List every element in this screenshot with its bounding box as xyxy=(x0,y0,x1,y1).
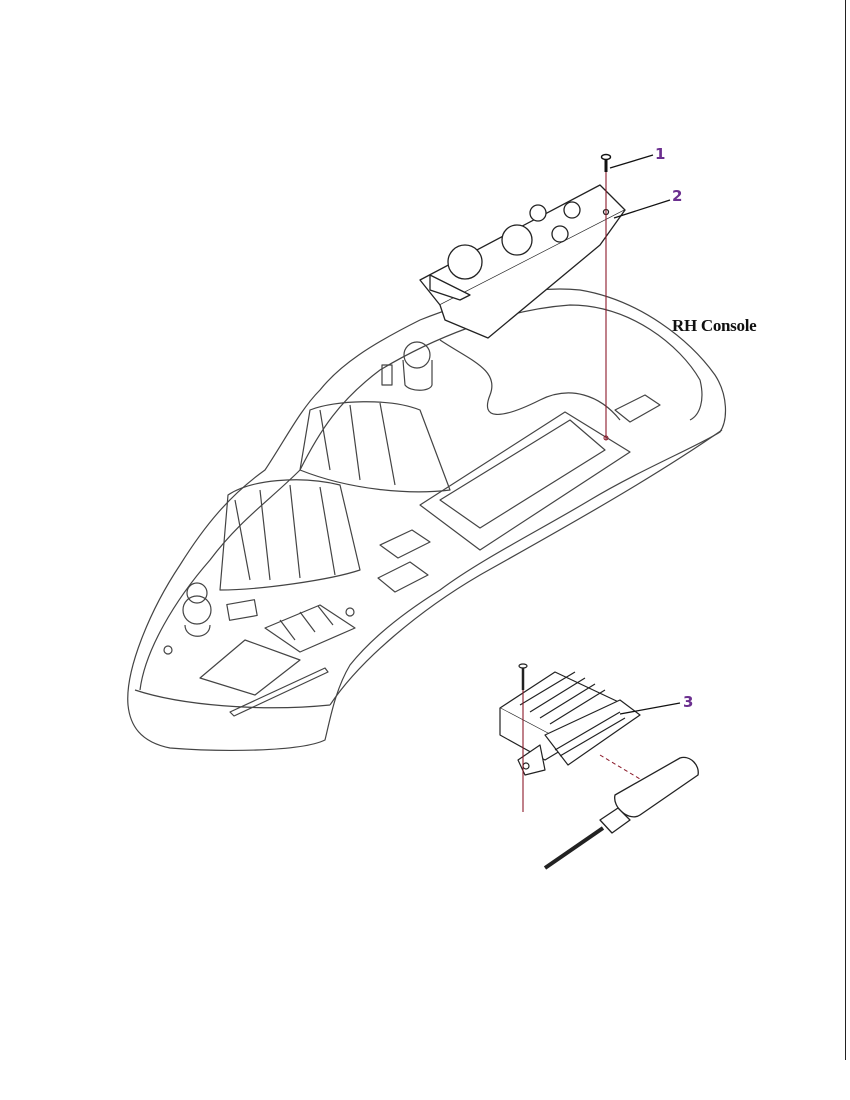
callout-1: 1 xyxy=(655,145,666,163)
connector-socket xyxy=(544,699,641,766)
tool-shaft xyxy=(543,826,605,870)
control-panel-housing xyxy=(439,209,626,339)
mount-hole xyxy=(163,645,173,655)
knob-small-1 xyxy=(529,204,547,222)
lever xyxy=(429,274,471,301)
large-knob xyxy=(447,244,483,280)
mount-hole xyxy=(345,607,355,617)
connector-module xyxy=(499,663,641,776)
leader-3 xyxy=(619,702,681,715)
screw-head xyxy=(600,153,612,161)
console-recess xyxy=(439,339,621,421)
armrest-left xyxy=(219,479,361,591)
joystick-left-top xyxy=(186,582,208,604)
switch-block-dividers xyxy=(279,605,334,641)
leader-1 xyxy=(609,154,654,169)
console-inner-outline xyxy=(139,304,703,691)
slot xyxy=(229,667,329,717)
connector-pins xyxy=(554,711,626,757)
small-toggle xyxy=(381,364,393,386)
knob-small-2 xyxy=(563,201,581,219)
page-edge-line xyxy=(845,0,846,1060)
bracket-hole xyxy=(522,762,530,770)
console-body-outline xyxy=(127,288,726,751)
callout-3: 3 xyxy=(683,693,694,711)
armrest-left-ribs xyxy=(234,484,336,581)
switch-block xyxy=(264,604,356,653)
tool-collar xyxy=(599,807,631,834)
display-screen xyxy=(439,419,606,529)
joystick-left xyxy=(182,595,212,625)
control-panel xyxy=(419,184,626,339)
insertion-tool xyxy=(543,756,699,870)
armrest-right xyxy=(299,401,451,493)
guide-line-tool xyxy=(599,754,651,786)
lower-screen xyxy=(199,639,301,696)
rocker-switches xyxy=(377,529,431,593)
tool-handle xyxy=(614,756,699,818)
joystick-right xyxy=(403,341,431,369)
knob-small-3 xyxy=(551,225,569,243)
knob-medium xyxy=(501,224,533,256)
joystick-right-base xyxy=(402,359,433,391)
screw-1 xyxy=(600,153,612,172)
module-fins xyxy=(519,671,606,725)
console-base-edge xyxy=(134,429,723,709)
armrest-right-ribs xyxy=(319,402,396,486)
side-switch xyxy=(614,394,661,423)
guide-line-1-target xyxy=(603,435,609,441)
joystick-left-base xyxy=(184,624,211,637)
display-frame xyxy=(419,411,631,551)
diagram-title: RH Console xyxy=(672,316,757,335)
bolt-head xyxy=(518,663,528,669)
leader-2 xyxy=(613,199,671,219)
callout-2: 2 xyxy=(672,187,683,205)
small-switch xyxy=(226,599,258,621)
